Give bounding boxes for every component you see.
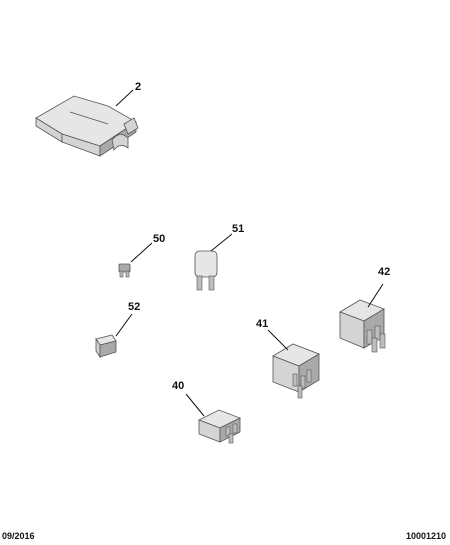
callout-40: 40 (172, 380, 184, 392)
part-51-maxi-fuse[interactable] (194, 250, 218, 291)
callout-50: 50 (153, 233, 165, 245)
leader-51 (210, 233, 233, 252)
leader-2 (115, 89, 134, 107)
footer-date: 09/2016 (2, 531, 35, 541)
callout-52: 52 (128, 301, 140, 313)
leader-52 (115, 313, 133, 337)
footer-reference: 10001210 (405, 531, 446, 541)
leader-42 (367, 283, 384, 308)
part-50-mini-fuse[interactable] (118, 263, 131, 278)
callout-51: 51 (232, 223, 244, 235)
part-42-relay[interactable] (339, 299, 386, 353)
leader-40 (185, 393, 205, 417)
callout-2: 2 (135, 81, 141, 93)
part-52-small-fuse[interactable] (95, 334, 117, 359)
part-41-relay[interactable] (272, 343, 320, 399)
part-2-cover[interactable] (35, 95, 139, 157)
part-40-relay[interactable] (198, 409, 241, 444)
leader-50 (130, 242, 153, 263)
leader-41 (267, 329, 289, 351)
callout-42: 42 (378, 266, 390, 278)
callout-41: 41 (256, 318, 268, 330)
